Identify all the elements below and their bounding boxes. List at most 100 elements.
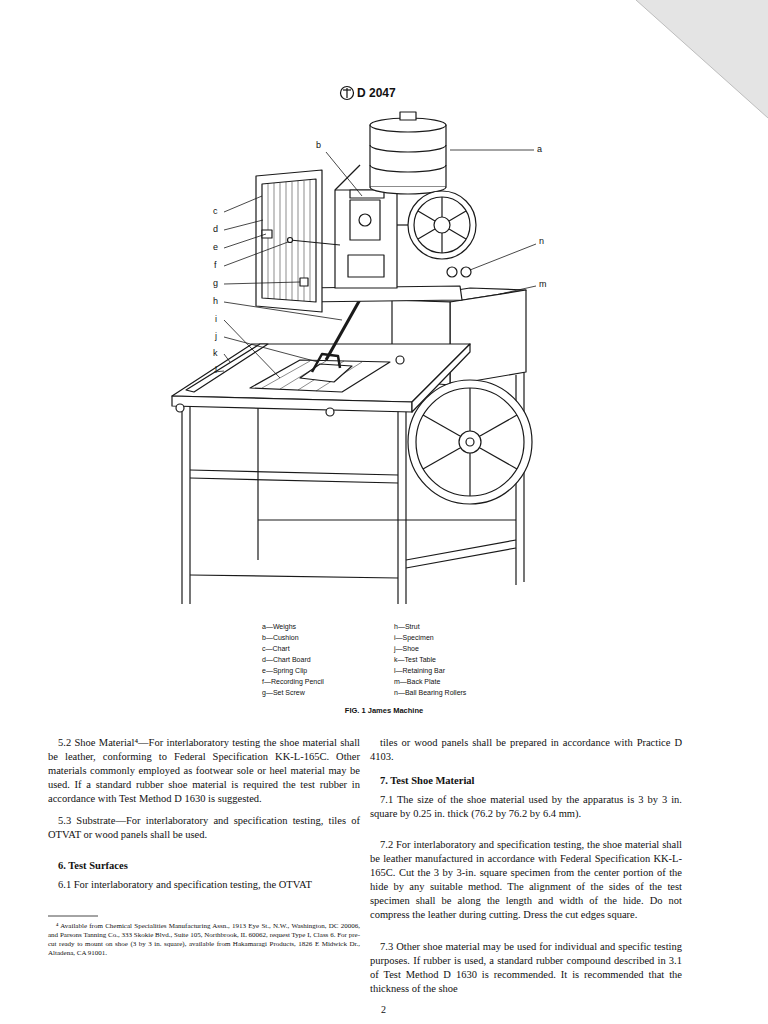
leader-lines-part xyxy=(224,220,263,230)
upper-handwheel-part xyxy=(449,229,466,239)
callout-letter: a xyxy=(537,144,542,154)
callout-letter: h xyxy=(213,296,218,306)
lower-handwheel-part xyxy=(423,415,460,436)
key-entry: e—Spring Clip xyxy=(262,666,307,675)
specimen xyxy=(250,360,390,392)
page-number: 2 xyxy=(381,1004,386,1015)
chart-board xyxy=(256,170,340,312)
upper-handwheel xyxy=(397,191,476,259)
body-paragraph: 5.2 Shoe Material⁴—For interlaboratory t… xyxy=(48,736,360,806)
strut-part xyxy=(326,296,362,360)
strut xyxy=(326,296,362,360)
leader-lines-part xyxy=(224,354,230,362)
shoe-part xyxy=(300,364,352,382)
tower-part xyxy=(359,214,371,226)
footnote: ⁴ Available from Chemical Specialities M… xyxy=(48,922,360,958)
chart-board-part xyxy=(288,238,293,243)
key-entry: l—Retaining Bar xyxy=(394,666,445,675)
body-paragraph: 7.3 Other shoe material may be used for … xyxy=(370,940,682,996)
ball-bearing-rollers-part xyxy=(461,267,471,277)
upper-handwheel-part xyxy=(397,224,408,225)
specimen-part xyxy=(262,361,362,391)
specimen-part-part xyxy=(262,361,310,388)
weights-part xyxy=(370,125,446,187)
lower-handwheel xyxy=(408,380,532,504)
body-paragraph: tiles or wood panels shall be prepared i… xyxy=(370,736,682,764)
leader-lines-part xyxy=(500,286,536,294)
tower-part xyxy=(335,190,397,288)
key-entry: g—Set Screw xyxy=(262,688,305,697)
callout-letter: l xyxy=(215,365,217,375)
footnote-rule xyxy=(48,916,98,917)
upper-handwheel-part xyxy=(449,211,466,221)
stand-frame-part xyxy=(181,405,182,604)
body-paragraph: 6.1 For interlaboratory and specificatio… xyxy=(48,878,360,892)
ball-bearing-rollers xyxy=(447,267,471,277)
stand-frame-part xyxy=(397,410,398,604)
chart-board-part xyxy=(290,240,340,245)
lower-handwheel-part xyxy=(480,448,517,469)
callout-letter: i xyxy=(215,314,217,324)
body-paragraph: 7.1 The size of the shoe material used b… xyxy=(370,793,682,821)
weights-part xyxy=(370,165,446,172)
callout-letter: g xyxy=(213,278,218,288)
key-entry: b—Cushion xyxy=(262,633,299,642)
astm-logo-part xyxy=(346,88,347,98)
upper-handwheel-part xyxy=(408,191,476,259)
page-corner-fold-part xyxy=(636,0,768,118)
shoe-part xyxy=(312,354,340,372)
chart-board-part xyxy=(262,179,316,302)
upper-handwheel-part xyxy=(418,211,435,221)
leader-lines-part xyxy=(224,282,300,284)
lower-handwheel-part xyxy=(423,448,460,469)
stand-frame-part xyxy=(190,478,398,483)
back-plate-cabinet-part xyxy=(450,290,526,385)
tower-part xyxy=(335,165,360,190)
key-entry: a—Weighs xyxy=(262,622,296,631)
stand-frame-part xyxy=(258,519,516,520)
lower-handwheel-part xyxy=(469,388,470,431)
stand-frame-part xyxy=(406,548,516,568)
key-entry: c—Chart xyxy=(262,644,290,653)
chart-board-part xyxy=(300,278,308,286)
body-paragraph: 7.2 For interlaboratory and specificatio… xyxy=(370,838,682,922)
lower-handwheel-part xyxy=(416,388,524,496)
stand-frame-part xyxy=(189,405,190,604)
stand-frame-part xyxy=(190,470,398,475)
key-entry: d—Chart Board xyxy=(262,655,311,664)
chart-board-part xyxy=(262,230,272,238)
test-table-part xyxy=(176,404,184,412)
leader-lines-part xyxy=(224,196,262,212)
chart-board-part-part xyxy=(274,183,275,299)
key-entry: h—Strut xyxy=(394,622,420,631)
leader-lines-part xyxy=(450,150,534,151)
callout-letter: e xyxy=(213,242,218,252)
stand-frame-part xyxy=(190,575,398,578)
key-entry: f—Recording Pencil xyxy=(262,677,324,686)
callout-letter: f xyxy=(214,260,217,270)
weights xyxy=(370,112,446,194)
lower-handwheel-part xyxy=(469,453,470,496)
page-corner-fold xyxy=(636,0,768,118)
leader-lines-part xyxy=(224,302,342,320)
callout-letter: c xyxy=(213,206,218,216)
upper-handwheel-part xyxy=(418,229,435,239)
upper-handwheel-part xyxy=(441,197,442,217)
specimen-part xyxy=(250,360,390,392)
callout-letter: d xyxy=(213,224,218,234)
standard-designation: D 2047 xyxy=(357,86,396,100)
key-entry: j—Shoe xyxy=(394,644,419,653)
stand-frame-part xyxy=(523,372,524,582)
ball-bearing-rollers-part xyxy=(447,267,457,277)
weights-part xyxy=(400,112,416,120)
stand-frame-part xyxy=(406,540,516,560)
figure-caption: FIG. 1 James Machine xyxy=(345,706,423,715)
key-entry: n—Ball Bearing Rollers xyxy=(394,688,466,697)
leader-lines-part xyxy=(224,242,288,266)
tower-part xyxy=(348,255,384,277)
stand-frame-part xyxy=(405,410,406,604)
body-paragraph: 5.3 Substrate—For interlaboratory and sp… xyxy=(48,814,360,842)
chart-board-part-part xyxy=(280,183,281,299)
lower-handwheel-part xyxy=(466,438,474,446)
